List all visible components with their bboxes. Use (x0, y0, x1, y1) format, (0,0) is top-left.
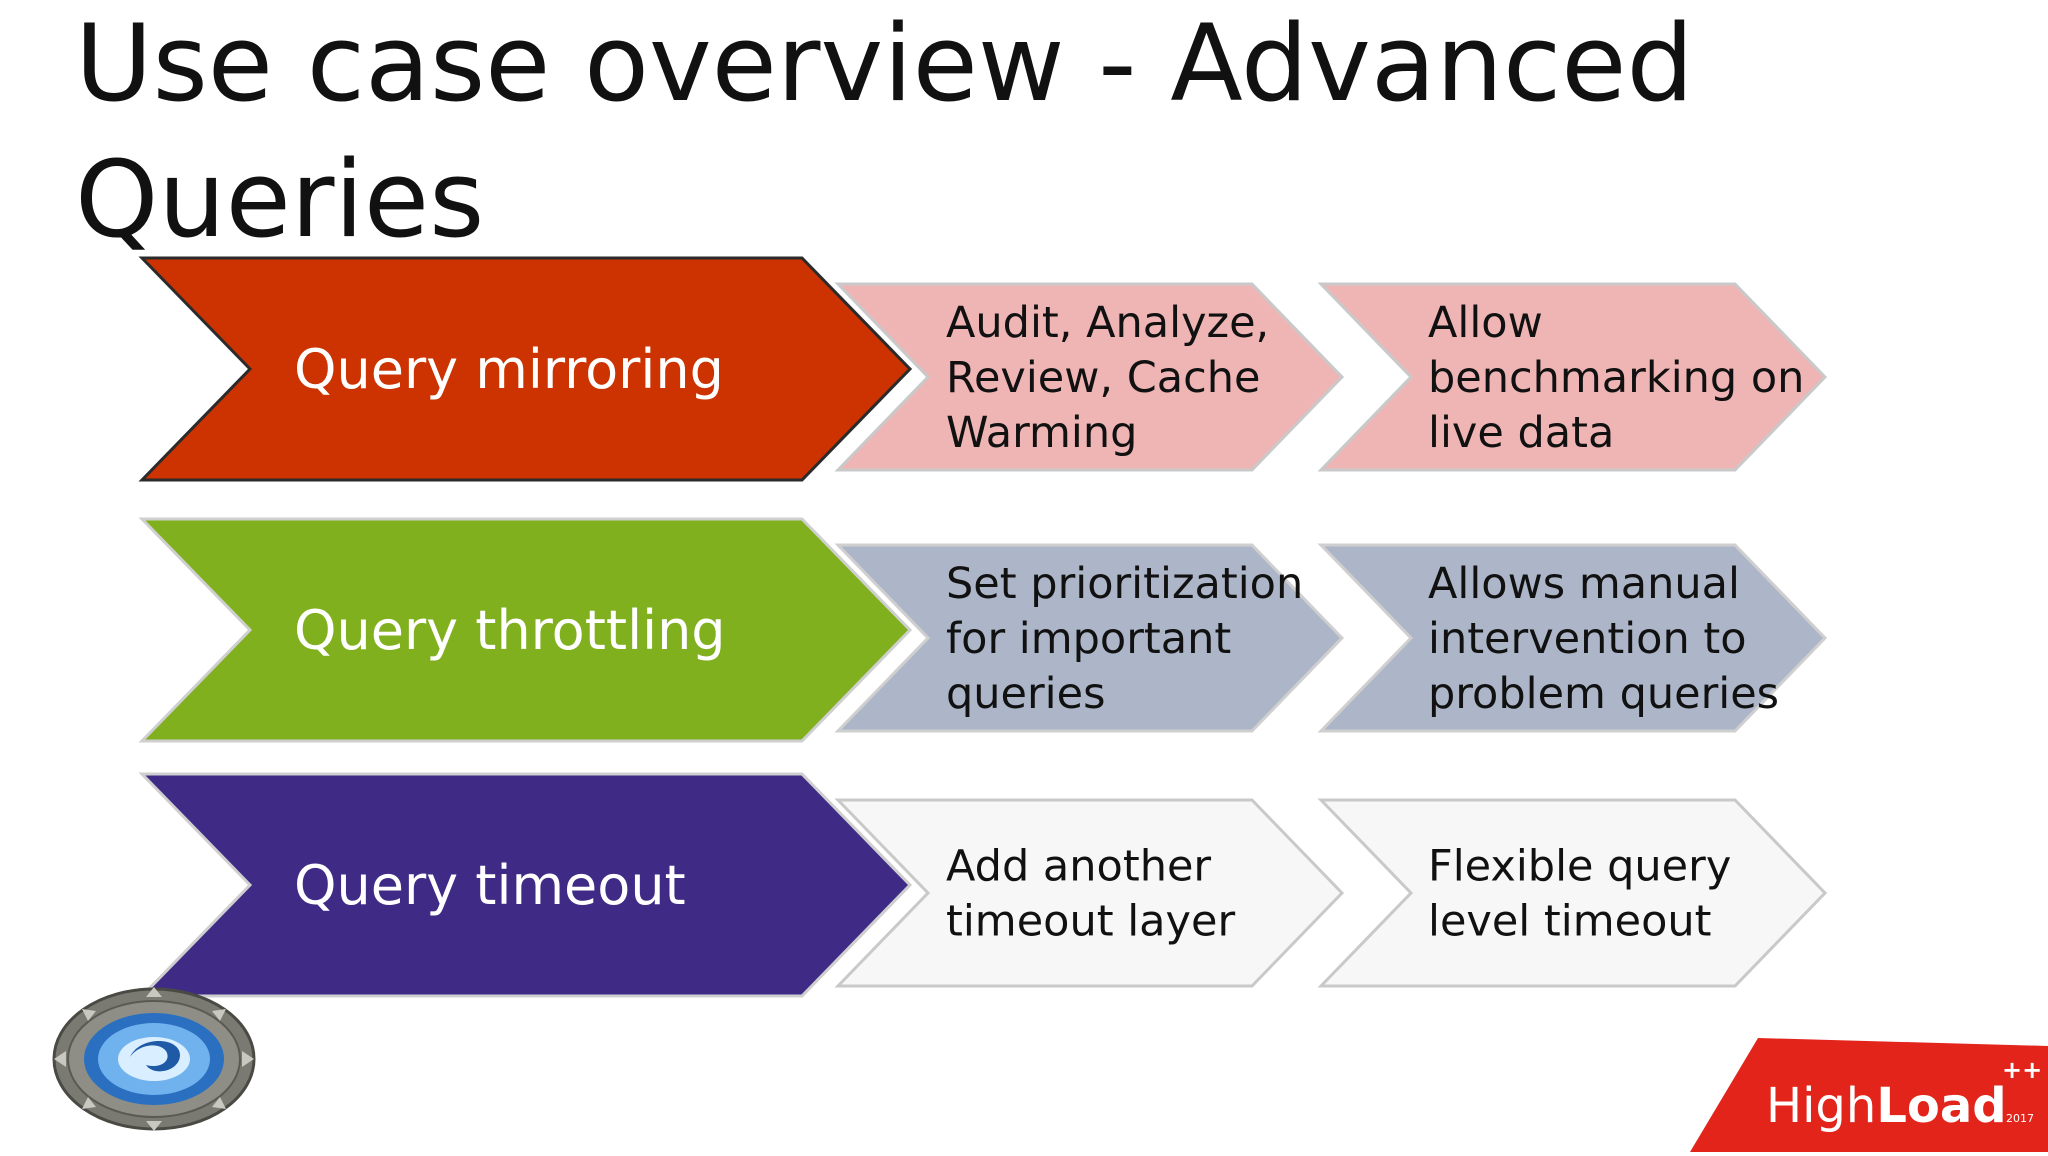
logo-bold-text: Load (1876, 1078, 2006, 1134)
detail-chevron-text-line: Add another (946, 842, 1211, 892)
detail-chevron (1317, 282, 1828, 472)
highload-logo: HighLoad ++ 2017 (1690, 1038, 2048, 1152)
detail-chevron-text-line: problem queries (1428, 669, 1779, 719)
detail-chevron-text-line: benchmarking on (1428, 353, 1804, 403)
logo-light-text: High (1766, 1078, 1876, 1134)
lead-chevron (138, 772, 913, 998)
logo-superscript: ++ (2002, 1056, 2042, 1084)
detail-chevron-text-line: Review, Cache (946, 353, 1260, 403)
detail-chevron-text-line: level timeout (1428, 897, 1712, 947)
detail-chevron-text-line: Set prioritization (946, 559, 1303, 609)
detail-chevron (1317, 543, 1828, 733)
detail-chevron-text-line: intervention to (1428, 614, 1747, 664)
detail-chevron-text-line: queries (946, 669, 1106, 719)
logo-year: 2017 (2006, 1112, 2034, 1125)
detail-chevron (834, 798, 1345, 988)
stargate-icon (50, 985, 258, 1133)
lead-chevron (138, 517, 913, 743)
detail-chevron-text-line: Flexible query (1428, 842, 1731, 892)
detail-chevron (1317, 798, 1828, 988)
svg-text:HighLoad: HighLoad (1766, 1078, 2007, 1134)
detail-chevron-text-line: Warming (946, 408, 1137, 458)
detail-chevron (834, 282, 1345, 472)
detail-chevron-text-line: Allow (1428, 298, 1543, 348)
detail-chevron-text-line: Audit, Analyze, (946, 298, 1269, 348)
detail-chevron-text-line: for important (946, 614, 1231, 664)
detail-chevron-text-line: live data (1428, 408, 1614, 458)
lead-chevron-label: Query timeout (294, 854, 686, 917)
lead-chevron (138, 256, 913, 482)
lead-chevron-label: Query mirroring (294, 338, 724, 401)
slide-title: Use case overview - Advanced Queries (75, 2, 1694, 261)
detail-chevron-text-line: timeout layer (946, 897, 1235, 947)
detail-chevron (834, 543, 1345, 733)
logo-background (1690, 1038, 2048, 1152)
lead-chevron-label: Query throttling (294, 599, 726, 662)
detail-chevron-text-line: Allows manual (1428, 559, 1740, 609)
